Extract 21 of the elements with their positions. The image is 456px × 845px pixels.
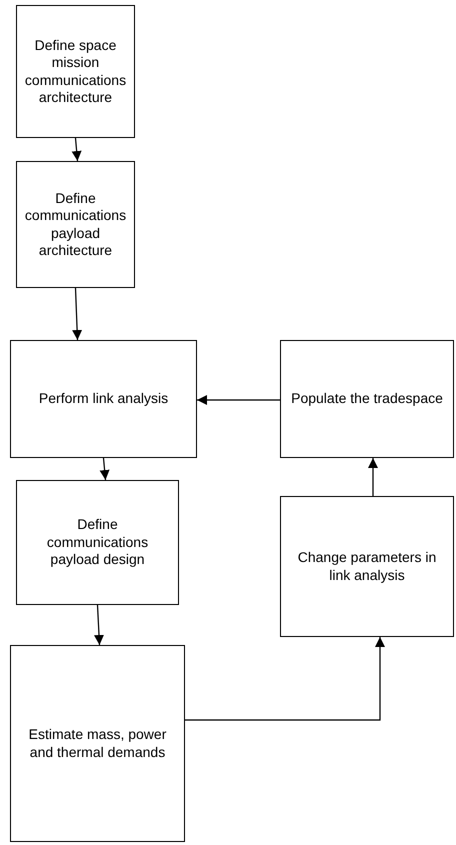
step-label: Define space mission communications architecture — [24, 36, 126, 106]
arrow — [368, 458, 378, 496]
arrow — [185, 637, 385, 721]
process-box — [10, 645, 185, 842]
process-box — [280, 340, 454, 458]
process-box — [16, 5, 135, 138]
step-label: Change parameters in link analysis — [296, 549, 438, 584]
process-box — [16, 161, 135, 288]
arrow — [72, 288, 82, 340]
step-label: Perform link analysis — [38, 390, 168, 408]
arrow — [197, 395, 280, 405]
step-label: Define communications payload design — [46, 516, 150, 569]
process-box — [16, 480, 179, 605]
arrow — [72, 138, 82, 162]
process-box — [10, 340, 197, 458]
step-label: Define communications payload architecture — [24, 190, 126, 260]
arrow — [100, 458, 110, 480]
step-label: Estimate mass, power and thermal demands — [28, 726, 168, 761]
arrow — [94, 604, 104, 646]
process-box — [280, 496, 454, 637]
step-label: Populate the tradespace — [291, 390, 443, 408]
